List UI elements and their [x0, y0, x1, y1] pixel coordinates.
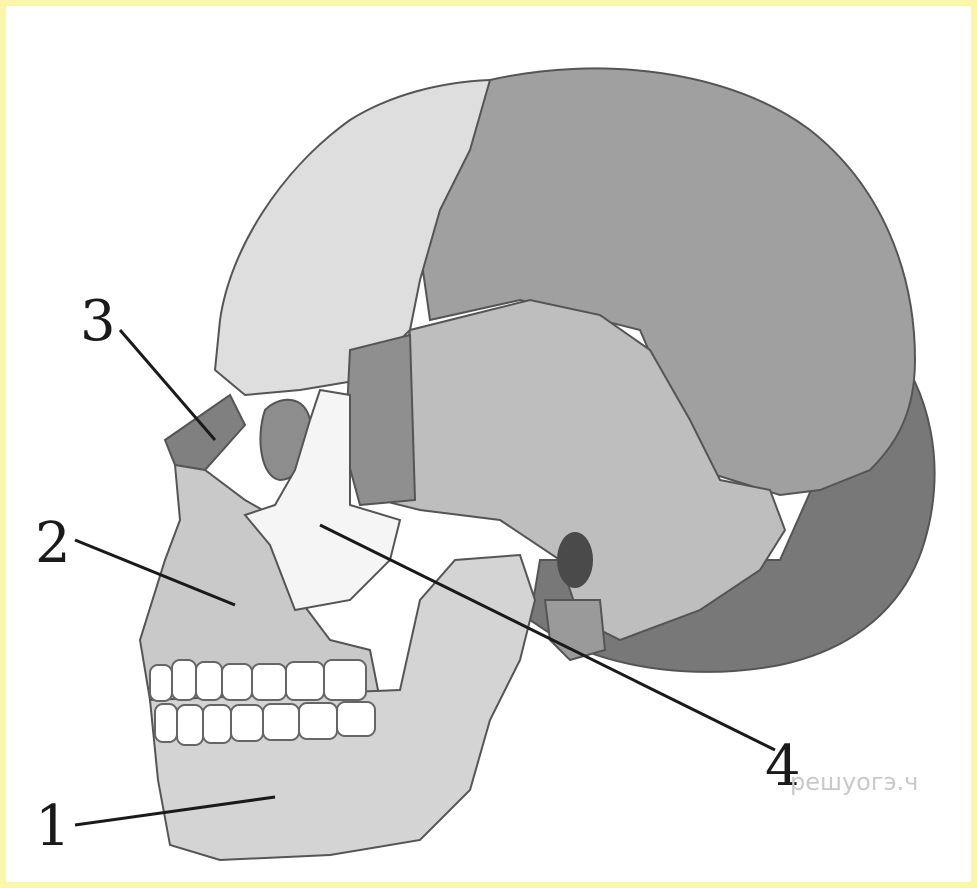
watermark: решуогэ.ч	[790, 768, 918, 796]
leader-line-3	[120, 330, 215, 440]
label-3: 3	[80, 289, 116, 354]
label-2: 2	[35, 511, 71, 576]
label-1: 1	[35, 794, 71, 859]
ear-canal	[557, 532, 593, 588]
sphenoid-bone	[345, 335, 415, 505]
nasal-bone	[165, 395, 245, 470]
